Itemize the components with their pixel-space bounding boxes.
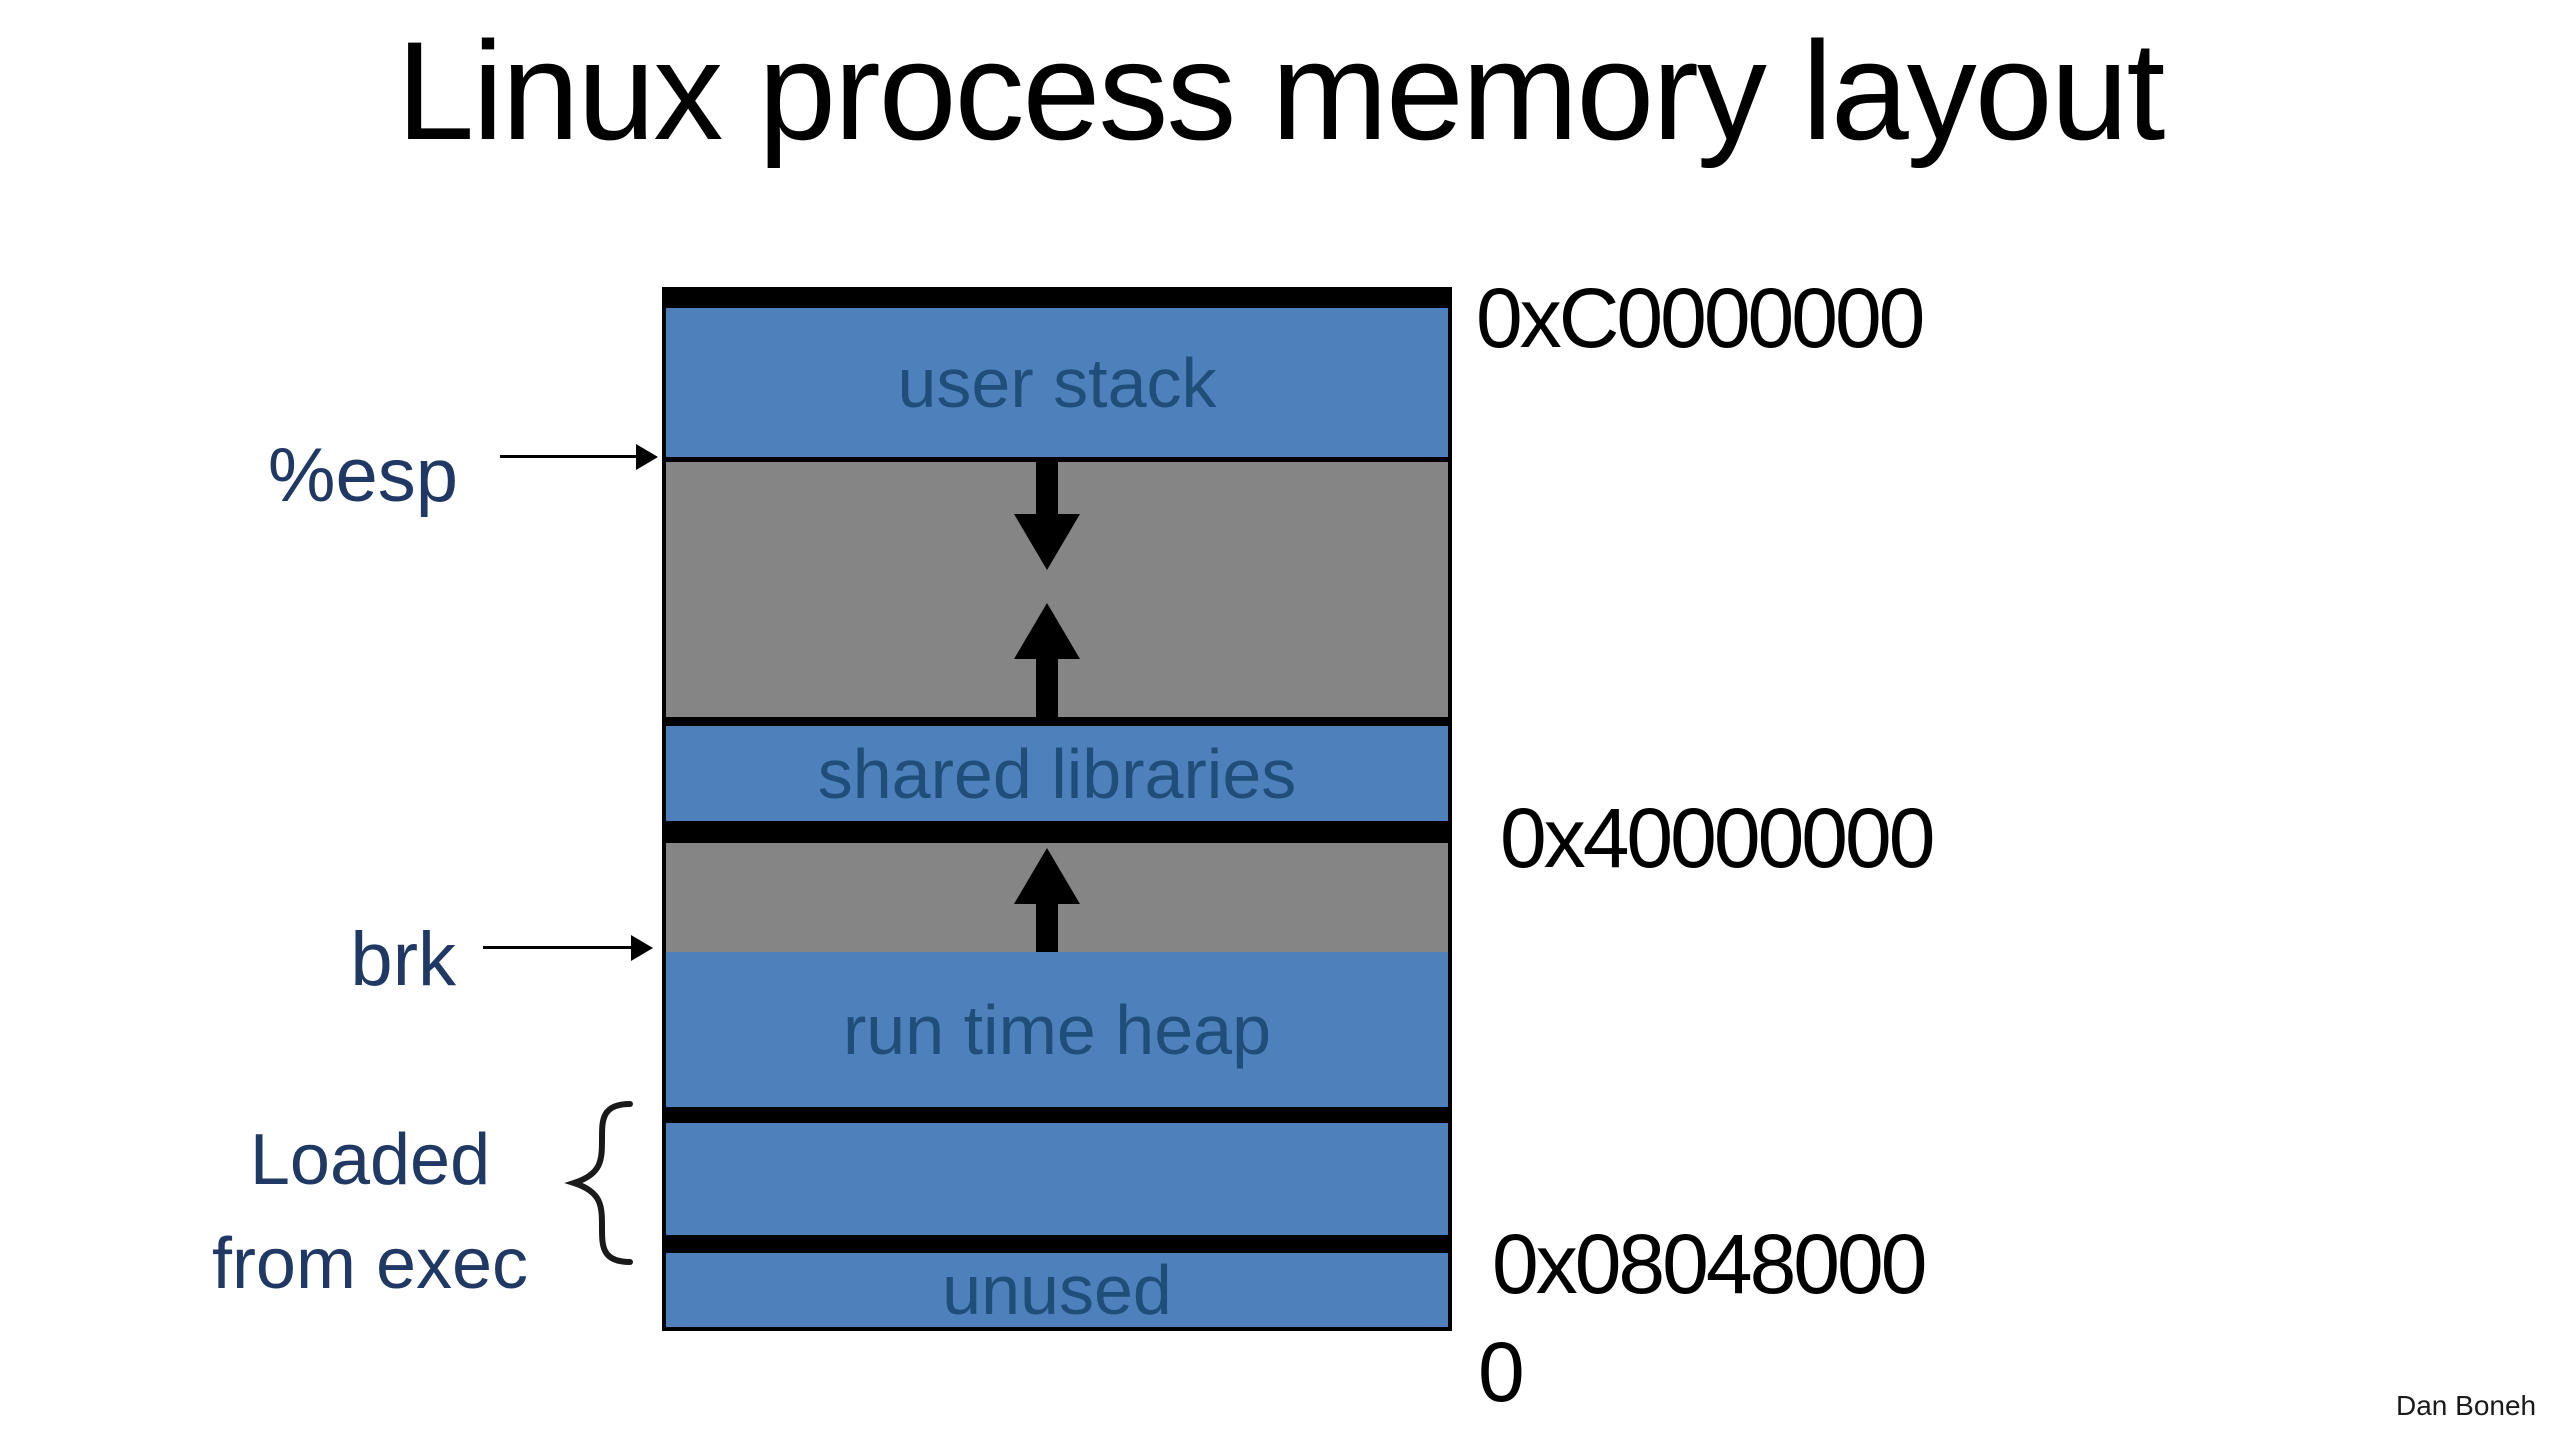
segment-shared-libraries: shared libraries [666,726,1448,821]
address-label-zero: 0 [1478,1325,1525,1419]
segment-divider-line [666,457,1448,462]
growth-region-heap [666,843,1448,952]
boundary-bar-0xc0000000 [666,287,1448,308]
segment-user-stack: user stack [666,308,1448,457]
segment-run-time-heap-label: run time heap [842,990,1272,1069]
exec-annotation-line2: from exec [211,1224,529,1304]
down-arrow-icon [1014,514,1080,570]
exec-annotation: Loaded from exec [170,1108,570,1316]
up-arrow-icon [1014,848,1080,904]
address-label-shared-libs-base: 0x40000000 [1500,791,1935,885]
segment-loaded-from-exec [666,1123,1448,1235]
segment-unused-label: unused [942,1251,1172,1329]
exec-annotation-line1: Loaded [249,1120,491,1200]
brk-pointer-label: brk [350,917,456,1002]
slide-title: Linux process memory layout [396,12,2166,169]
segment-run-time-heap: run time heap [666,952,1448,1107]
segment-user-stack-label: user stack [897,343,1217,422]
growth-region-stack-mmap [666,462,1448,717]
right-arrow-icon [631,935,653,961]
right-arrow-icon [636,444,658,470]
esp-pointer-label: %esp [267,433,458,518]
boundary-bar-0x40000000 [666,821,1448,843]
memory-layout-box: user stack shared libraries run time hea… [662,287,1452,1331]
up-arrow-icon [1036,904,1058,952]
right-arrow-icon [500,455,638,458]
curly-brace-icon [564,1101,633,1265]
author-credit: Dan Boneh [2396,1390,2537,1421]
down-arrow-icon [1036,462,1058,514]
boundary-bar-0x08048000 [666,1235,1448,1253]
segment-divider-bar [666,1107,1448,1123]
up-arrow-icon [1036,659,1058,717]
up-arrow-icon [1014,603,1080,659]
address-label-stack-top: 0xC0000000 [1476,271,1925,365]
box-bottom-edge [666,1327,1448,1331]
segment-shared-libraries-label: shared libraries [817,734,1297,813]
address-label-exec-base: 0x08048000 [1492,1217,1927,1311]
segment-divider-line [666,717,1448,726]
right-arrow-icon [483,946,633,949]
segment-unused: unused [666,1253,1448,1327]
